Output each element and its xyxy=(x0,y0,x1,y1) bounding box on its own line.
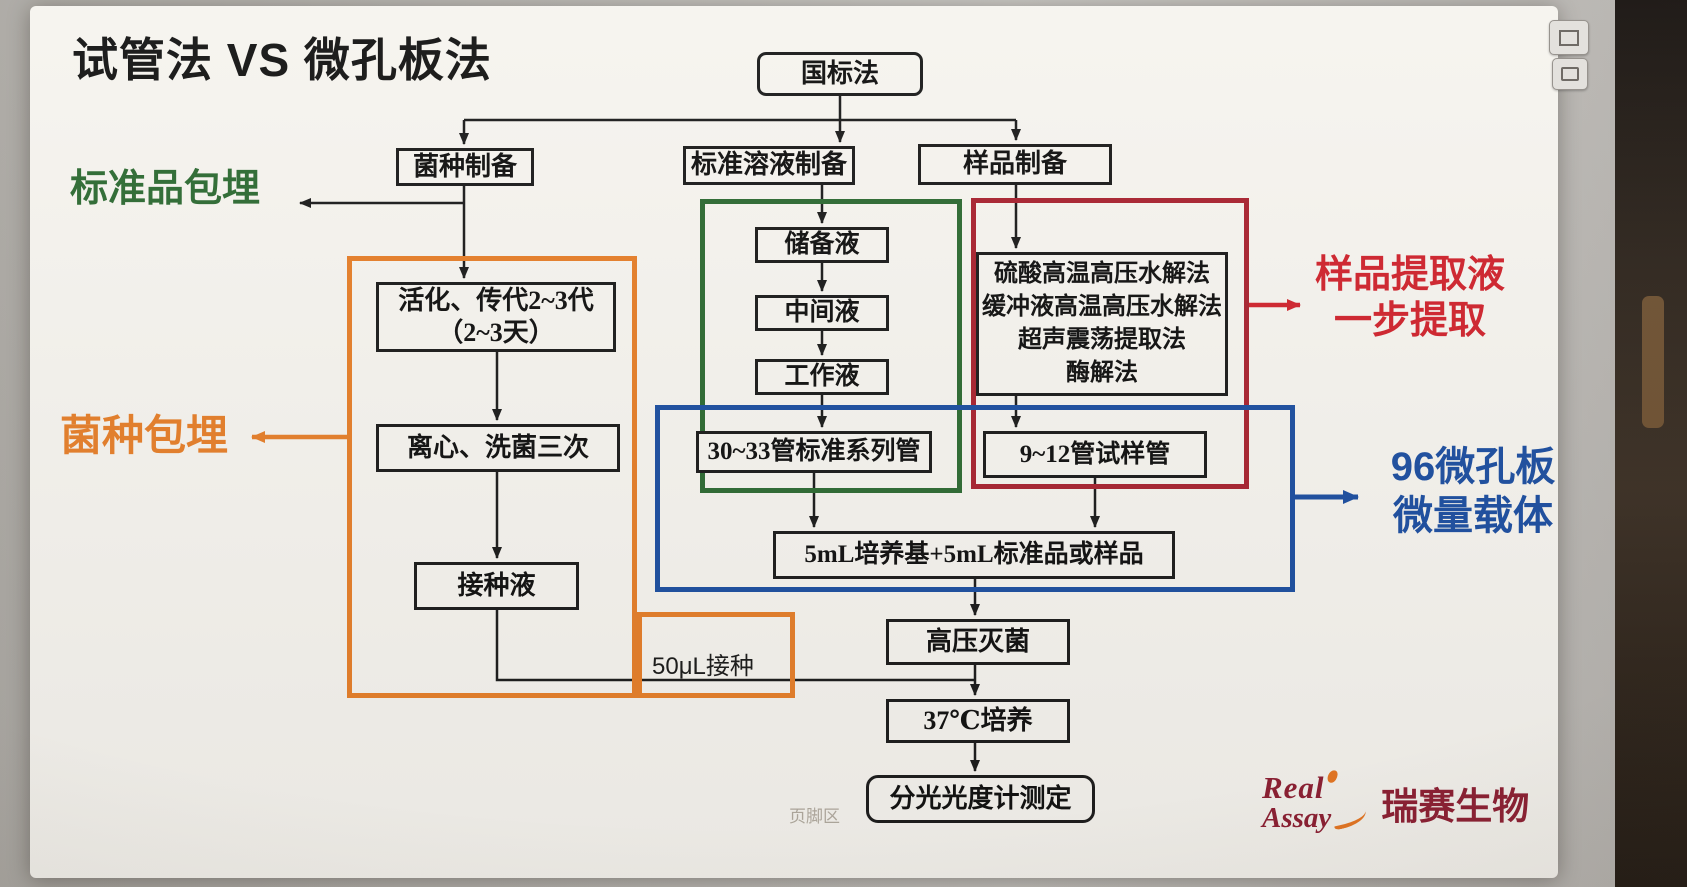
flow-box-national-standard: 国标法 xyxy=(757,52,923,96)
brand-word-real: Real xyxy=(1262,770,1325,805)
flow-box-sample-test-tubes: 9~12管试样管 xyxy=(983,431,1207,478)
flow-box-extraction-methods: 硫酸高温高压水解法 缓冲液高温高压水解法 超声震荡提取法 酶解法 xyxy=(976,252,1228,396)
strain-embed-frame xyxy=(347,256,637,698)
brand-swoosh-icon xyxy=(1332,807,1369,830)
brand-company-name: 瑞赛生物 xyxy=(1381,785,1530,827)
flow-box-working-solution: 工作液 xyxy=(755,359,889,395)
inoculation-volume-label: 50μL接种 xyxy=(652,653,754,680)
page-title: 试管法 VS 微孔板法 xyxy=(72,34,492,86)
monitor-edge-highlight xyxy=(1642,296,1664,428)
extraction-method-1: 硫酸高温高压水解法 xyxy=(994,260,1210,287)
label-sample-extract-line1: 样品提取液 xyxy=(1314,254,1505,296)
label-standard-embed: 标准品包埋 xyxy=(70,168,261,210)
inoculation-frame: 50μL接种 xyxy=(637,612,795,698)
activation-line2: （2~3天） xyxy=(437,318,555,347)
standard-series-frame xyxy=(700,199,962,493)
monitor-edge xyxy=(1615,0,1687,887)
sample-extract-frame xyxy=(971,198,1249,489)
flow-box-autoclave: 高压灭菌 xyxy=(886,619,1070,665)
footer-placeholder: 页脚区 xyxy=(789,807,840,826)
flow-box-spectrophotometer: 分光光度计测定 xyxy=(866,775,1095,823)
note-glyph-icon xyxy=(1561,67,1579,81)
flow-box-activation: 活化、传代2~3代 （2~3天） xyxy=(376,282,616,352)
flow-box-stock-solution: 储备液 xyxy=(755,227,889,263)
flow-box-incubation: 37℃培养 xyxy=(886,699,1070,743)
label-sample-extract-line2: 一步提取 xyxy=(1333,300,1486,343)
label-microplate: 96微孔板 微量载体 xyxy=(1378,443,1568,541)
flow-box-strain-prep: 菌种制备 xyxy=(396,148,534,186)
flow-box-intermediate-solution: 中间液 xyxy=(755,295,889,331)
activation-line1: 活化、传代2~3代 xyxy=(398,285,594,315)
brand-logo: Real Assay 瑞赛生物 xyxy=(1262,768,1530,835)
label-microplate-line1: 96微孔板 xyxy=(1390,445,1556,489)
label-microplate-line2: 微量载体 xyxy=(1393,493,1553,538)
brand-wordmark: Real Assay xyxy=(1262,768,1369,835)
label-strain-embed: 菌种包埋 xyxy=(60,412,229,459)
extraction-method-4: 酶解法 xyxy=(1066,360,1138,387)
flow-box-standard-series-tubes: 30~33管标准系列管 xyxy=(696,431,932,473)
flow-box-inoculum: 接种液 xyxy=(414,562,579,610)
extraction-method-2: 缓冲液高温高压水解法 xyxy=(982,293,1222,320)
brand-flame-icon xyxy=(1325,768,1339,785)
flow-box-sample-prep: 样品制备 xyxy=(918,144,1112,185)
floating-capture-icon[interactable] xyxy=(1549,20,1589,55)
flow-box-medium-mix: 5mL培养基+5mL标准品或样品 xyxy=(773,531,1175,579)
microplate-frame xyxy=(655,405,1295,592)
extraction-method-3: 超声震荡提取法 xyxy=(1018,327,1186,353)
brand-word-assay: Assay xyxy=(1262,802,1332,834)
label-sample-extract: 样品提取液 一步提取 xyxy=(1305,252,1515,345)
flow-box-standard-solution-prep: 标准溶液制备 xyxy=(683,146,855,185)
flow-box-centrifuge-wash: 离心、洗菌三次 xyxy=(376,424,620,472)
floating-note-icon[interactable] xyxy=(1552,58,1588,90)
capture-glyph-icon xyxy=(1559,29,1579,46)
